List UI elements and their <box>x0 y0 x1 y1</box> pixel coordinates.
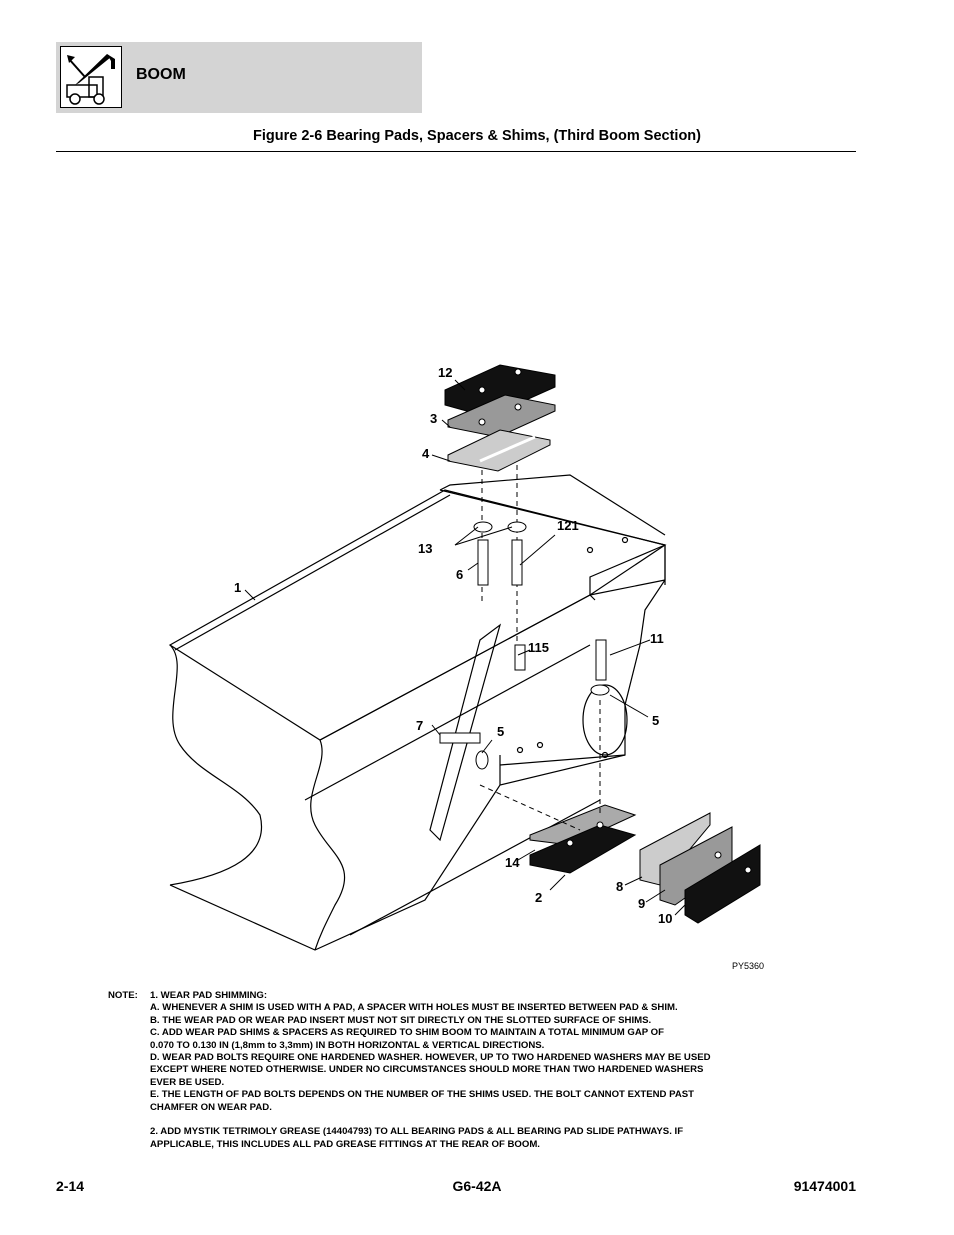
bolts <box>439 521 610 770</box>
callout-11: 11 <box>650 631 664 646</box>
document-number: 91474001 <box>793 1178 856 1194</box>
callout-14: 14 <box>505 855 520 870</box>
note-line: APPLICABLE, THIS INCLUDES ALL PAD GREASE… <box>150 1138 540 1150</box>
callout-4: 4 <box>422 446 430 461</box>
note-line: E. THE LENGTH OF PAD BOLTS DEPENDS ON TH… <box>150 1089 695 1101</box>
note-line: EXCEPT WHERE NOTED OTHERWISE. UNDER NO C… <box>150 1064 704 1076</box>
callout-115: 115 <box>528 640 549 655</box>
note-line <box>150 1114 830 1126</box>
callout-121: 121 <box>557 518 579 533</box>
callout-12: 12 <box>438 365 452 380</box>
callout-9: 9 <box>638 896 645 911</box>
callout-3: 3 <box>430 411 437 426</box>
callout-2: 2 <box>535 890 542 905</box>
exploded-diagram: 12 3 4 121 13 6 1 115 11 7 5 5 14 2 8 9 … <box>120 345 780 980</box>
callout-7: 7 <box>416 718 423 733</box>
telehandler-boom-icon <box>60 46 122 108</box>
note-line: A. WHENEVER A SHIM IS USED WITH A PAD, A… <box>150 1002 678 1014</box>
callout-1: 1 <box>234 580 241 595</box>
note-line: CHAMFER ON WEAR PAD. <box>150 1101 272 1113</box>
note-line: 1. WEAR PAD SHIMMING: <box>150 990 268 1001</box>
section-title: BOOM <box>136 66 186 83</box>
boom-outline <box>168 474 667 951</box>
callout-13: 13 <box>418 541 432 556</box>
callout-5b: 5 <box>652 713 659 728</box>
note-line: C. ADD WEAR PAD SHIMS & SPACERS AS REQUI… <box>150 1027 664 1039</box>
header-rule <box>56 151 856 152</box>
note-line: D. WEAR PAD BOLTS REQUIRE ONE HARDENED W… <box>150 1052 711 1064</box>
leader-lines <box>244 379 686 916</box>
page-number: 2-14 <box>56 1178 85 1194</box>
note-line: EVER BE USED. <box>150 1076 225 1088</box>
figure-title: Figure 2-6 Bearing Pads, Spacers & Shims… <box>253 128 701 144</box>
callout-6: 6 <box>456 567 463 582</box>
notes-body: 1. WEAR PAD SHIMMING: A. WHENEVER A SHIM… <box>150 990 830 1151</box>
notes-label: NOTE: <box>108 990 138 1001</box>
boom-section-drawing: 12 3 4 121 13 6 1 115 11 7 5 5 14 2 8 9 … <box>168 364 764 971</box>
note-line: B. THE WEAR PAD OR WEAR PAD INSERT MUST … <box>150 1014 652 1026</box>
pads-top <box>444 364 556 472</box>
pads-bottom <box>529 804 761 924</box>
note-line: 2. ADD MYSTIK TETRIMOLY GREASE (14404793… <box>150 1126 684 1138</box>
callout-10: 10 <box>658 911 672 926</box>
model-number: G6-42A <box>452 1178 502 1194</box>
section-header: BOOM <box>56 42 422 113</box>
note-line: 0.070 TO 0.130 IN (1,8mm to 3,3mm) IN BO… <box>150 1039 545 1051</box>
callout-5a: 5 <box>497 724 504 739</box>
callout-8: 8 <box>616 879 623 894</box>
drawing-code: PY5360 <box>732 961 764 971</box>
